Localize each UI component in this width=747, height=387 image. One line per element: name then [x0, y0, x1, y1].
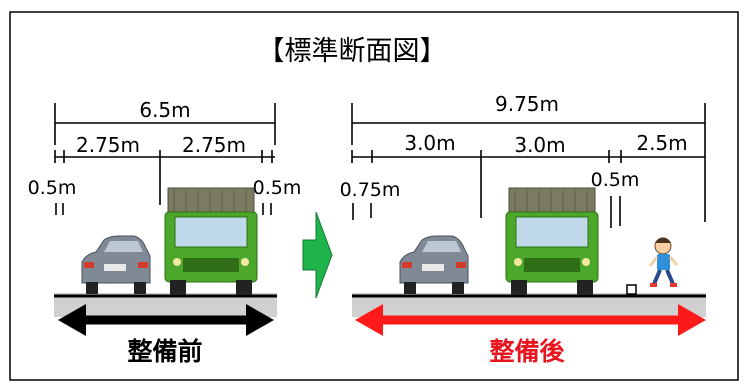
after-caption: 整備後: [489, 337, 565, 366]
before-caption: 整備前: [127, 337, 202, 366]
sedan-car-icon: [81, 235, 151, 294]
transition-arrow-icon: [302, 211, 333, 299]
before-total-width-label: 6.5m: [139, 98, 190, 122]
after-sidewalk-label: 2.5m: [636, 131, 687, 155]
before-shoulder-left-label: 0.5m: [28, 177, 77, 199]
before-section: 6.5m 2.75m 2.75m 0.5m 0.5m: [28, 98, 302, 366]
after-section: 9.75m 3.0m 3.0m 2.5m 0.75m 0.5m: [340, 92, 706, 366]
before-dimension-lines: [54, 103, 276, 215]
after-shoulder-right-label: 0.5m: [591, 169, 640, 191]
curb-block: [626, 284, 637, 295]
dump-truck-icon: [164, 187, 258, 295]
after-total-width-label: 9.75m: [495, 92, 559, 116]
diagram-title: 【標準断面図】: [258, 36, 447, 67]
before-lane-left-label: 2.75m: [76, 133, 140, 157]
sedan-car-icon: [399, 235, 469, 294]
after-lane-right-label: 3.0m: [514, 133, 565, 157]
before-lane-right-label: 2.75m: [182, 133, 246, 157]
pedestrian-child-icon: [648, 237, 679, 287]
before-shoulder-right-label: 0.5m: [253, 177, 302, 199]
after-shoulder-left-label: 0.75m: [340, 179, 401, 201]
before-width-arrow: [58, 304, 274, 336]
after-lane-left-label: 3.0m: [404, 131, 455, 155]
after-dimension-lines: [351, 103, 706, 228]
after-width-arrow: [355, 304, 706, 336]
dump-truck-icon: [505, 187, 599, 295]
